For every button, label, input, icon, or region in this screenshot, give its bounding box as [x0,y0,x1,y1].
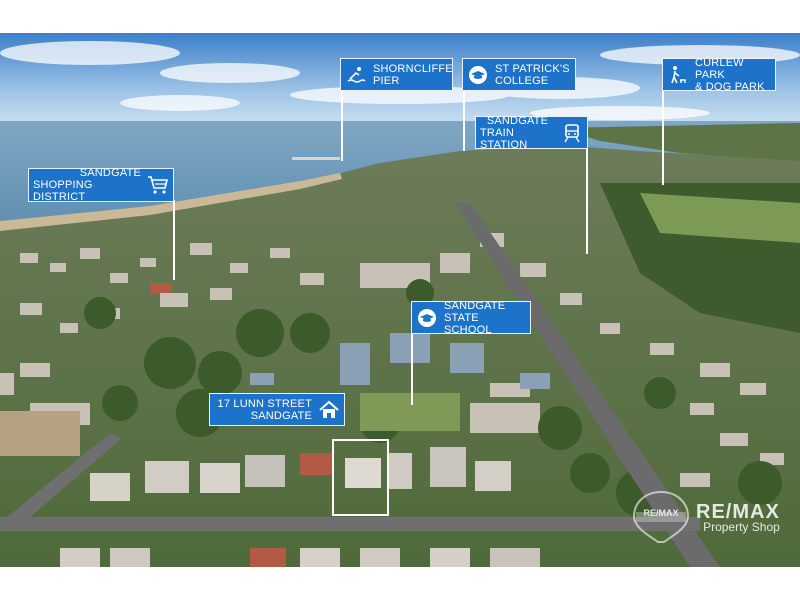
balloon-icon: RE/MAX [632,490,690,544]
pin-st-patricks-college [463,91,465,151]
school-oval [360,393,460,431]
pier [292,157,340,160]
lunn-street [0,517,700,531]
label-line1: ST PATRICK'S [495,62,570,75]
graduation-cap-icon [467,64,489,86]
label-line1: SHORNCLIFFE [373,62,453,75]
pin-train-station [586,148,588,254]
pin-curlew-park [662,91,664,185]
label-line1: SANDGATE [79,167,141,179]
brand-name: RE/MAX [696,500,780,523]
label-curlew-park: CURLEW PARK& DOG PARK [662,56,776,93]
pin-state-school [411,333,413,405]
label-line2: STATE SCHOOL [444,311,492,336]
main-road [455,203,720,567]
label-line2: & DOG PARK [695,80,765,93]
train-icon [561,122,583,144]
property-boundary [332,439,389,516]
shopping-cart-icon [147,174,169,196]
label-line1: CURLEW PARK [695,56,744,81]
graduation-cap-icon [416,307,438,329]
brand-subtitle: Property Shop [703,519,780,534]
side-road [0,433,122,531]
pin-shopping-district [173,200,175,280]
sports-field [0,411,80,456]
beach [0,173,342,231]
remax-watermark: RE/MAX RE/MAX Property Shop [632,490,780,544]
label-line2: SANDGATE [250,409,312,422]
parkland [640,193,800,243]
pin-shorncliffe-pier [341,91,343,161]
house-icon [318,399,340,421]
label-line2: SHOPPING DISTRICT [33,179,93,203]
pier-swimmer-icon [345,64,367,86]
distant-shore [560,123,800,163]
label-line1: SANDGATE [486,114,549,127]
label-line2: PIER [373,74,400,87]
label-line1: SANDGATE [444,299,506,312]
label-line2: COLLEGE [495,74,549,87]
balloon-badge: RE/MAX [643,508,679,518]
label-line1: 17 LUNN STREET [217,397,312,410]
dog-walker-icon [667,64,689,86]
trees [84,279,782,517]
label-line2: TRAIN STATION [480,126,528,151]
aerial-scene [0,33,800,567]
street-houses [60,447,540,567]
aerial-photo [0,33,800,567]
